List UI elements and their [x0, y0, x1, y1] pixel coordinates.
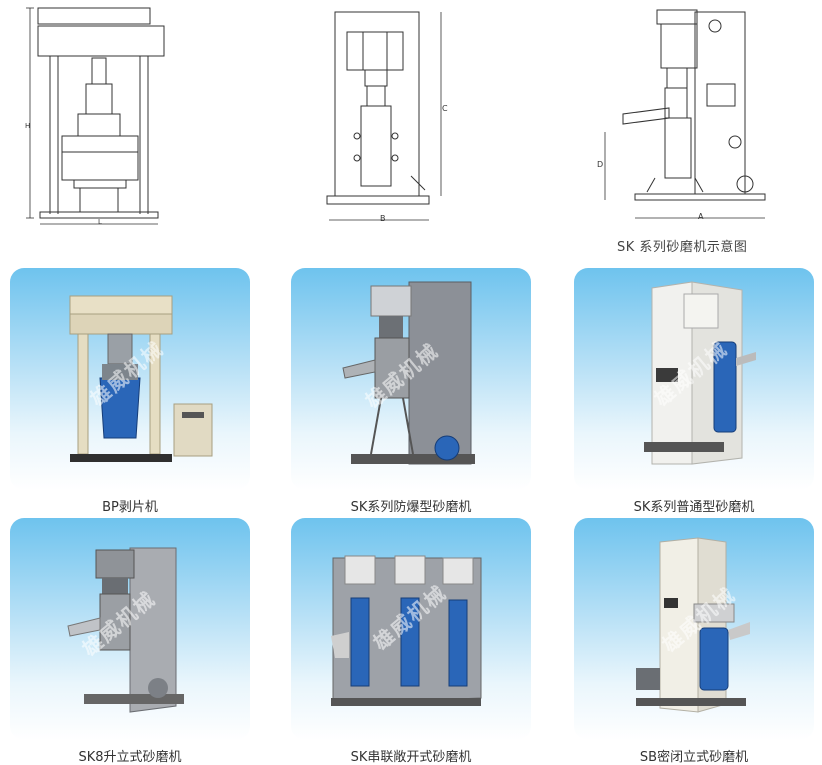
product-card-sk-series-open[interactable]: 雄威机械: [291, 518, 531, 740]
product-label-sk-explosion-proof[interactable]: SK系列防爆型砂磨机: [350, 500, 472, 515]
bp-mill-technical-drawing: H L: [22, 4, 172, 234]
product-label-sb-sealed-vertical[interactable]: SB密闭立式砂磨机: [639, 750, 749, 765]
dimension-label-d: D: [597, 160, 604, 169]
sk-mill-side-drawing: C B: [325, 6, 450, 234]
product-card-sb-sealed-vertical[interactable]: 雄威机械: [574, 518, 814, 740]
sk-mill-front-drawing: D A: [595, 4, 775, 230]
diagram-caption: SK 系列砂磨机示意图: [617, 240, 748, 255]
product-card-sk-explosion-proof[interactable]: 雄威机械: [291, 268, 531, 490]
dimension-label-a: A: [698, 212, 704, 221]
product-label-sk-standard[interactable]: SK系列普通型砂磨机: [633, 500, 755, 515]
product-label-sk-series-open[interactable]: SK串联敞开式砂磨机: [350, 750, 472, 765]
sk8-vertical-photo: [67, 547, 184, 713]
product-card-sk8-vertical[interactable]: 雄威机械: [10, 518, 250, 740]
sk-standard-photo: [644, 281, 756, 465]
product-card-bp-mill[interactable]: 雄威机械: [10, 268, 250, 490]
dimension-label-h: H: [25, 122, 31, 130]
dimension-label-b: B: [380, 214, 386, 223]
dimension-label-l: L: [98, 218, 102, 226]
product-label-bp-mill[interactable]: BP剥片机: [102, 500, 158, 515]
sk-series-open-photo: [331, 555, 482, 706]
product-label-sk8-vertical[interactable]: SK8升立式砂磨机: [78, 750, 182, 765]
sb-sealed-vertical-photo: [636, 537, 750, 713]
bp-mill-photo: [69, 295, 213, 462]
dimension-label-c: C: [442, 104, 448, 113]
sk-explosion-proof-photo: [342, 281, 475, 465]
product-card-sk-standard[interactable]: 雄威机械: [574, 268, 814, 490]
